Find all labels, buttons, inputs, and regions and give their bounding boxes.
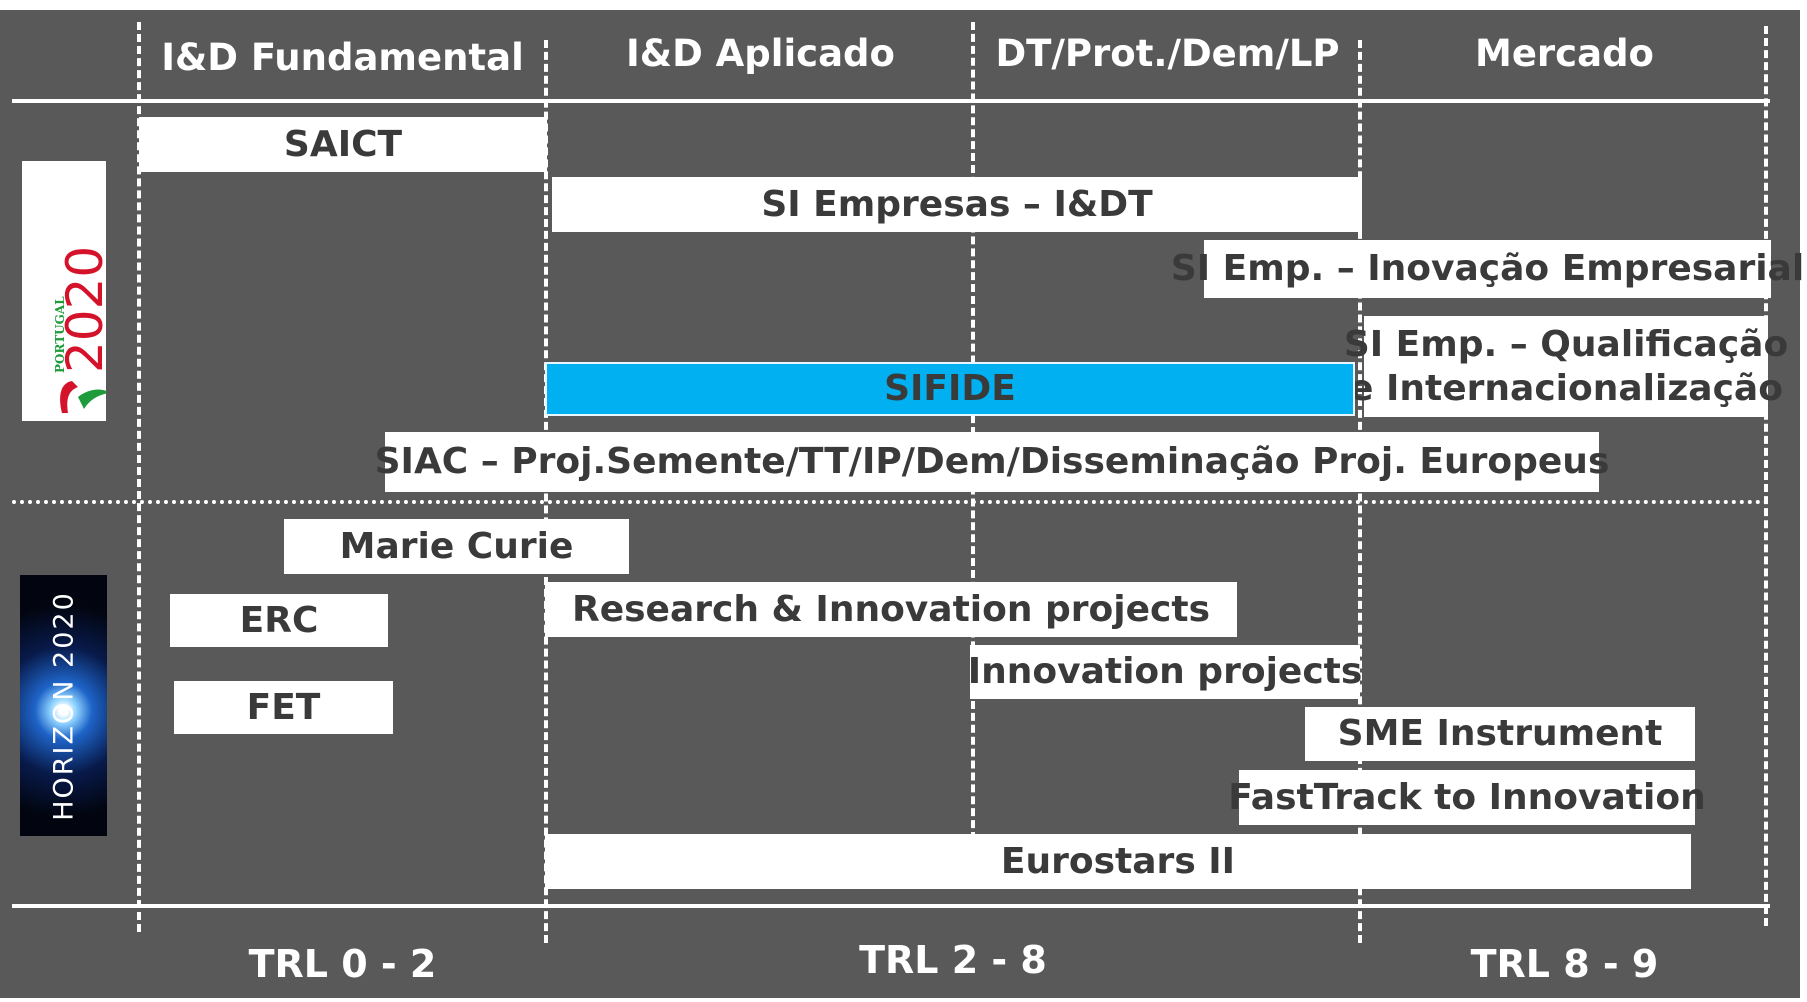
program-erc: ERC [170,594,388,647]
horizon-2020-logo: HORIZON 2020 [20,575,107,836]
section-divider-line [12,500,1770,504]
program-sifide: SIFIDE [545,362,1355,416]
column-header-mercado: Mercado [1475,32,1654,75]
program-si-empresas-idt: SI Empresas – I&DT [552,177,1362,232]
portugal-2020-logo: PORTUGAL 2020 [22,161,114,421]
column-divider-line [1764,26,1768,926]
trl-label-8-9: TRL 8 - 9 [1470,942,1659,986]
diagram-background [0,10,1800,998]
svg-text:2020: 2020 [56,246,106,373]
program-fet: FET [174,681,393,734]
program-siac: SIAC – Proj.Semente/TT/IP/Dem/Disseminaç… [375,432,1609,492]
column-header-id-aplicado: I&D Aplicado [626,32,895,75]
footer-divider-line [12,904,1770,908]
program-fasttrack-to-innovation: FastTrack to Innovation [1228,770,1706,825]
program-line: SI Emp. – Qualificação [1343,324,1789,366]
column-header-dt-prot-dem-lp: DT/Prot./Dem/LP [995,32,1340,75]
trl-label-2-8: TRL 2 - 8 [859,938,1047,982]
column-divider-line [137,22,141,932]
program-marie-curie: Marie Curie [284,519,629,574]
header-divider-line [12,99,1770,103]
column-header-id-fundamental: I&D Fundamental [161,36,524,79]
program-line: e Internacionalização [1349,367,1783,409]
program-innovation-projects: Innovation projects [968,645,1362,699]
program-saict: SAICT [139,117,547,172]
svg-text:PORTUGAL: PORTUGAL [53,296,67,373]
portugal-2020-mark-icon: PORTUGAL 2020 [53,246,114,413]
horizon-2020-logo-text: HORIZON 2020 [48,590,79,821]
column-divider-line [971,22,975,840]
program-sme-instrument: SME Instrument [1305,707,1695,761]
program-si-emp-inovacao-empresarial: SI Emp. – Inovação Empresarial [1171,240,1804,298]
program-research-innovation-projects: Research & Innovation projects [545,582,1237,637]
trl-label-0-2: TRL 0 - 2 [248,942,437,986]
program-si-emp-qualificacao-internacionalizacao: SI Emp. – Qualificação e Internacionaliz… [1344,316,1788,417]
program-eurostars-ii: Eurostars II [545,834,1691,889]
